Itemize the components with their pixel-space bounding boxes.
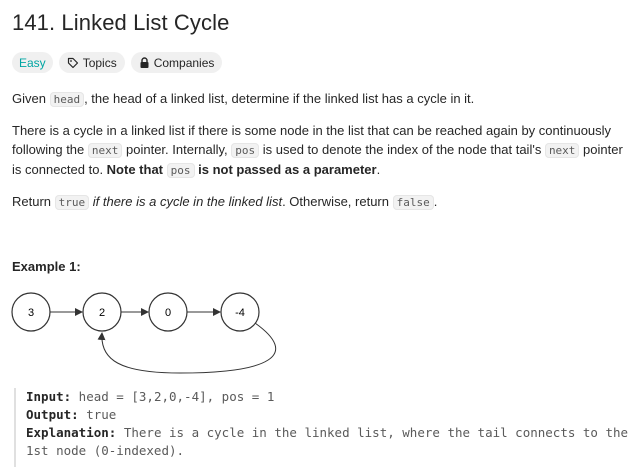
node-1: 3 <box>11 292 51 332</box>
svg-text:-4: -4 <box>235 307 245 319</box>
linked-list-diagram: 3 2 0 -4 <box>11 292 277 374</box>
topics-button[interactable]: Topics <box>58 52 125 73</box>
code-false: false <box>392 195 434 210</box>
example-title: Example 1: <box>12 259 81 274</box>
code-next: next <box>87 143 123 158</box>
code-next-2: next <box>544 143 580 158</box>
code-true: true <box>54 195 90 210</box>
svg-text:0: 0 <box>165 307 171 319</box>
code-pos-2: pos <box>166 163 195 178</box>
tag-row: Easy Topics Companies <box>12 52 223 73</box>
description-paragraph-3: Return true if there is a cycle in the l… <box>12 194 438 210</box>
difficulty-badge: Easy <box>12 52 53 73</box>
code-pos: pos <box>231 143 260 158</box>
tag-icon <box>67 57 78 68</box>
node-3: 0 <box>148 292 188 332</box>
description-paragraph-1: Given head, the head of a linked list, d… <box>12 91 475 107</box>
node-4: -4 <box>220 292 260 332</box>
lock-icon <box>140 56 149 68</box>
topics-label: Topics <box>82 55 117 70</box>
svg-text:3: 3 <box>28 307 34 319</box>
companies-label: Companies <box>153 55 215 70</box>
code-head: head <box>49 92 85 107</box>
cycle-arrow <box>97 322 277 374</box>
node-2: 2 <box>82 292 122 332</box>
description-paragraph-2: There is a cycle in a linked list if the… <box>12 123 623 178</box>
companies-button[interactable]: Companies <box>130 52 223 73</box>
example-code-block: Input: head = [3,2,0,-4], pos = 1 Output… <box>14 388 642 467</box>
svg-text:2: 2 <box>99 307 105 319</box>
problem-title: 141. Linked List Cycle <box>12 10 230 35</box>
